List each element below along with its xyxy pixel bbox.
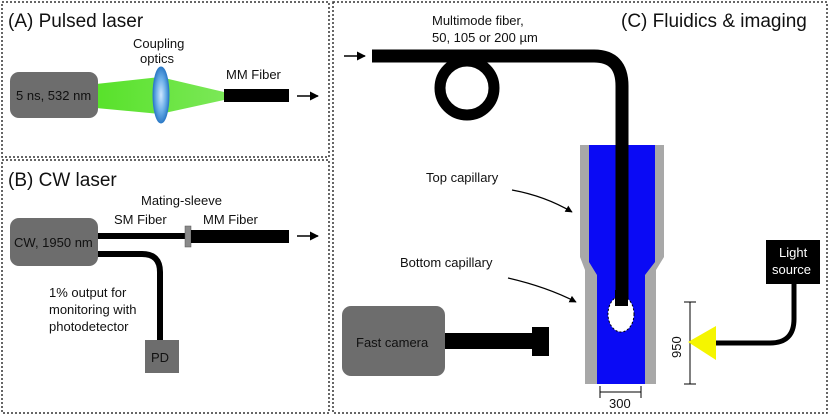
mm-fiber-b (191, 230, 289, 243)
bottom-capillary-pointer (507, 277, 577, 303)
cw-laser-box (10, 218, 98, 266)
panel-a-border (1, 1, 330, 158)
fiber-spec-label-2: 50, 105 or 200 µm (432, 30, 538, 45)
fiber-tip (615, 290, 628, 306)
light-guide (716, 284, 797, 346)
monitor-fiber (96, 251, 163, 342)
panel-pulsed-laser: (A) Pulsed laser 5 ns, 532 nm Coupling o… (1, 1, 330, 158)
cw-laser-label: CW, 1950 nm (14, 235, 93, 250)
camera-lens-barrel (445, 333, 533, 349)
output-note-3: photodetector (49, 319, 129, 334)
coupling-optics-label-1: Coupling (133, 36, 184, 51)
width-dimension-label: 300 (609, 396, 631, 411)
panel-c-title: (C) Fluidics & imaging (621, 11, 807, 32)
sm-fiber-label: SM Fiber (114, 212, 167, 227)
photodetector-box (145, 340, 179, 373)
mm-fiber-a-label: MM Fiber (226, 67, 282, 82)
panel-b-title: (B) CW laser (8, 170, 117, 191)
panel-b-border (1, 159, 330, 414)
output-note-2: monitoring with (49, 302, 136, 317)
light-cone (688, 326, 716, 360)
panel-cw-laser: (B) CW laser Mating-sleeve SM Fiber MM F… (1, 159, 330, 414)
fiber-spec-label-1: Multimode fiber, (432, 13, 524, 28)
top-capillary-label: Top capillary (426, 170, 499, 185)
mating-sleeve (184, 225, 192, 248)
fiber-coil (434, 55, 500, 121)
top-capillary-pointer (511, 189, 573, 213)
light-source-label-2: source (772, 262, 811, 277)
panel-c-border (332, 1, 828, 414)
panel-a-title: (A) Pulsed laser (8, 11, 144, 32)
coupling-optics-label-2: optics (140, 51, 174, 66)
fast-camera-label: Fast camera (356, 335, 429, 350)
mm-fiber-b-label: MM Fiber (203, 212, 259, 227)
panel-fluidics-imaging: (C) Fluidics & imaging Multimode fiber, … (332, 1, 828, 414)
pulsed-laser-label: 5 ns, 532 nm (16, 88, 91, 103)
light-source-box (766, 240, 820, 284)
multimode-fiber (372, 49, 629, 306)
mm-fiber-a (224, 89, 289, 102)
coupling-lens (152, 66, 170, 124)
output-note-1: 1% output for (49, 285, 127, 300)
bottom-capillary-label: Bottom capillary (400, 255, 493, 270)
pulsed-laser-box (10, 72, 98, 118)
height-dimension-label: 950 (669, 336, 684, 358)
fast-camera-body (342, 306, 445, 376)
light-source-label-1: Light (779, 245, 808, 260)
mating-sleeve-label: Mating-sleeve (141, 193, 222, 208)
photodetector-label: PD (151, 350, 169, 365)
camera-lens-front (532, 327, 549, 356)
